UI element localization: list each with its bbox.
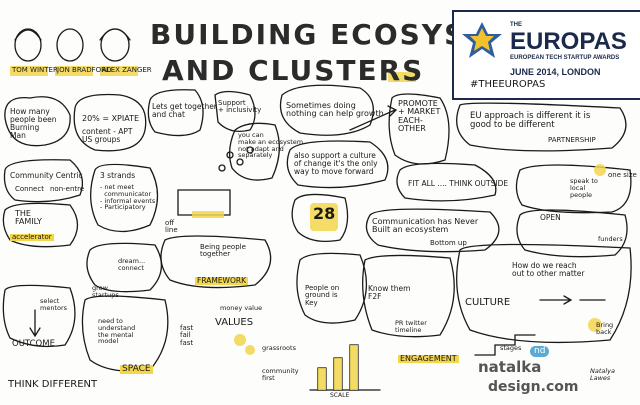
note-bring-back: Bring back xyxy=(596,321,614,336)
note-how-reach: How do we reach out to other matter xyxy=(512,261,585,278)
note-community-first: community first xyxy=(262,367,299,382)
brand-name: natalka xyxy=(478,358,542,376)
note-connect: Connect xyxy=(15,185,44,193)
note-framework: FRAMEWORK xyxy=(195,276,249,285)
note-engagement: ENGAGEMENT xyxy=(398,354,459,364)
note-space: SPACE xyxy=(120,364,153,375)
note-communication: Communication has Never Built an ecosyst… xyxy=(372,217,479,235)
note-know-them: Know them F2F xyxy=(368,284,411,301)
note-grow-startups: grow startups xyxy=(92,284,119,299)
note-eu-approach: EU approach is different it is good to b… xyxy=(470,111,591,130)
europas-star-icon xyxy=(462,22,502,58)
note-being-people: Being people together xyxy=(200,243,246,259)
note-money-values: money value xyxy=(220,304,263,312)
note-strand-items: - net meet communicator - informal event… xyxy=(100,183,156,212)
note-pr-twitter: PR twitter timeline xyxy=(395,319,427,334)
note-fit-all: FIT ALL .... THINK OUTSIDE xyxy=(408,179,509,188)
note-select-mentors: select mentors xyxy=(40,297,68,312)
note-number-28: 28 xyxy=(313,204,336,223)
note-open: OPEN xyxy=(540,213,561,222)
note-need-understand: need to understand the mental model xyxy=(98,317,136,346)
note-culture: CULTURE xyxy=(465,297,511,308)
note-accelerator: accelerator xyxy=(10,233,54,242)
note-scale: SCALE xyxy=(330,392,350,399)
note-make-ecosystem: you can make an ecosystem not adapt and … xyxy=(238,131,304,160)
note-stages: stages xyxy=(500,344,522,352)
artist-signature: Natalya Lawes xyxy=(590,367,616,382)
note-funders: funders xyxy=(598,235,623,243)
brand-domain: design.com xyxy=(488,379,579,395)
note-outcome: OUTCOME xyxy=(12,339,55,349)
note-xpiate: 20% = XPIATE xyxy=(82,114,140,123)
note-sometimes: Sometimes doing nothing can help growth xyxy=(286,101,384,119)
europas-logo: THE EUROPAS EUROPEAN TECH STARTUP AWARDS… xyxy=(452,10,640,100)
note-grassroots: grassroots xyxy=(262,344,296,352)
logo-date: JUNE 2014, LONDON xyxy=(510,67,601,77)
board-title-line-2: AND CLUSTERS xyxy=(162,54,425,87)
note-people-on-ground: People on ground is Key xyxy=(305,284,340,307)
note-dream-connect: dream... connect xyxy=(118,257,146,272)
note-off-line: off line xyxy=(165,219,178,235)
note-one-size: one size xyxy=(608,171,637,179)
note-how-many: How many people been Burning Man xyxy=(10,107,57,140)
note-speak-local: speak to local people xyxy=(570,177,598,199)
brand-nd-badge: nd xyxy=(530,346,550,358)
logo-name: EUROPAS xyxy=(510,28,627,55)
note-fast-fail: fast fail fast xyxy=(180,324,194,347)
logo-the: THE xyxy=(510,22,522,28)
note-think-different: THINK DIFFERENT xyxy=(8,379,98,390)
note-content-apt: content - APT US groups xyxy=(82,127,133,144)
note-community-centric: Community Centric xyxy=(10,171,83,180)
logo-subtitle: EUROPEAN TECH STARTUP AWARDS xyxy=(510,55,620,61)
note-promote: PROMOTE + MARKET EACH- OTHER xyxy=(398,99,441,134)
note-values: VALUES xyxy=(215,317,254,328)
note-also-support: also support a culture of change it's th… xyxy=(294,151,378,176)
speaker-name-3: ALEX ZANGER xyxy=(102,66,152,74)
note-partnership: PARTNERSHIP xyxy=(548,136,596,144)
speaker-name-1: TOM WINTER xyxy=(12,66,58,74)
speaker-name-2: JON BRADFORD xyxy=(57,66,112,74)
hashtag: #THEEUROPAS xyxy=(470,79,546,90)
note-the-family: THE FAMILY xyxy=(15,209,42,227)
note-strands: 3 strands xyxy=(100,171,136,180)
note-non-entre: non-entre xyxy=(50,185,85,193)
note-support: Support + inclusivity xyxy=(218,99,262,115)
note-lets-get: Lets get together and chat xyxy=(152,102,217,119)
note-bottom-up: Bottom up xyxy=(430,239,467,247)
